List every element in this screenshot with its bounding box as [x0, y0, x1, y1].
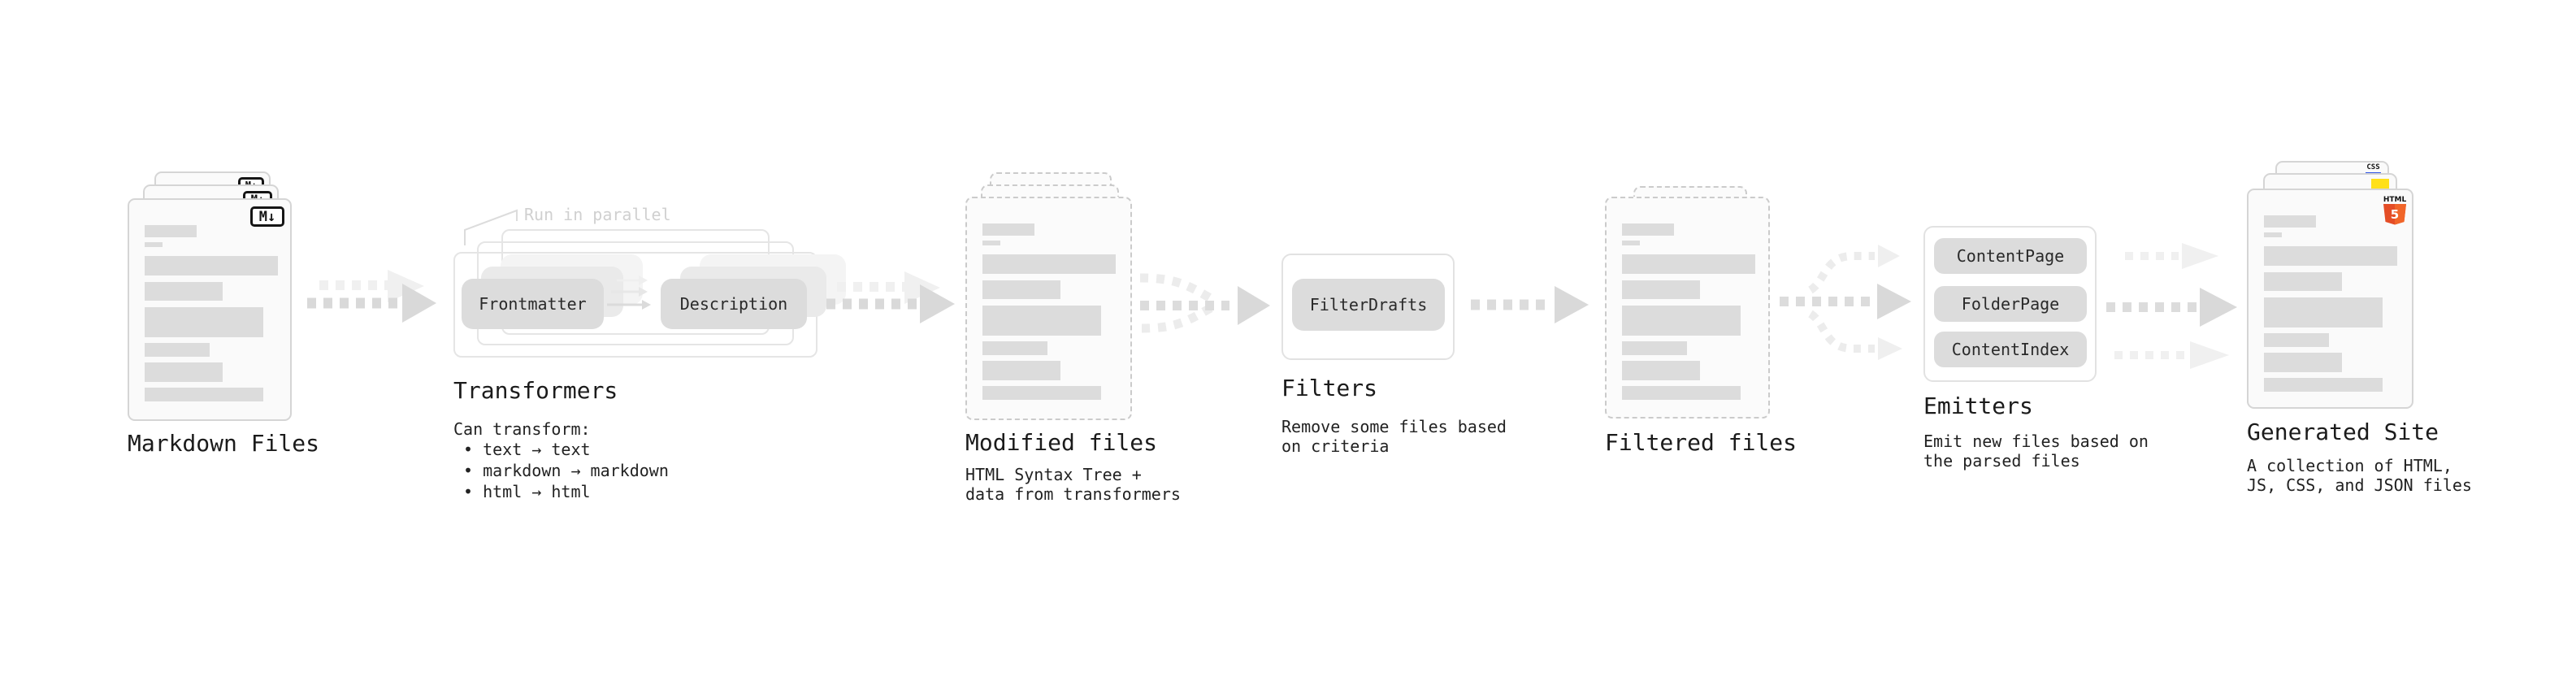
- arrow-filtered-to-emitters-split: [1780, 245, 1911, 360]
- text-line-bar: [982, 280, 1060, 299]
- text-line-bar: [1622, 341, 1687, 355]
- text-line-bar: [982, 341, 1047, 355]
- text-line-bar: [1622, 386, 1741, 400]
- generated-subtitle-line-2: JS, CSS, and JSON files: [2247, 475, 2472, 495]
- bullet-text-to-text: • text → text: [463, 440, 591, 459]
- description-transformer: Description: [661, 279, 807, 329]
- can-transform-heading: Can transform:: [453, 419, 591, 439]
- content-page-emitter: ContentPage: [1934, 238, 2087, 274]
- text-line-bar: [145, 225, 197, 237]
- arrow-markdown-to-transformers: [307, 270, 436, 323]
- markdown-file-card-front: M↓: [128, 198, 292, 421]
- text-line-bar: [2264, 246, 2397, 266]
- text-line-bar: [1622, 241, 1640, 245]
- text-line-bar: [145, 242, 163, 247]
- text-line-bar: [1622, 306, 1741, 336]
- text-line-bar: [982, 241, 1000, 245]
- text-line-bar: [982, 386, 1101, 400]
- run-in-parallel-label: Run in parallel: [524, 205, 671, 224]
- html5-caption: HTML: [2383, 196, 2407, 204]
- filter-drafts-item: FilterDrafts: [1292, 279, 1445, 331]
- markdown-icon: M↓: [250, 206, 284, 227]
- text-line-bar: [145, 388, 263, 401]
- text-line-bar: [2264, 215, 2316, 228]
- modified-file-card-front: [965, 197, 1132, 420]
- emitters-subtitle-line-1: Emit new files based on: [1923, 432, 2149, 451]
- arrows-emitters-to-generated: [2106, 243, 2237, 369]
- filters-subtitle-line-2: on criteria: [1281, 436, 1390, 456]
- modified-files-subtitle: HTML Syntax Tree + data from transformer…: [965, 465, 1181, 504]
- filtered-file-card-front: [1605, 197, 1770, 419]
- frontmatter-transformer: Frontmatter: [462, 279, 604, 329]
- generated-site-subtitle: A collection of HTML, JS, CSS, and JSON …: [2247, 456, 2472, 495]
- generated-html-card: HTML 5: [2247, 189, 2413, 409]
- emitters-subtitle: Emit new files based on the parsed files: [1923, 432, 2149, 471]
- filters-subtitle-line-1: Remove some files based: [1281, 417, 1507, 436]
- arrow-transformers-to-modified: [826, 271, 955, 323]
- text-line-bar: [145, 256, 278, 275]
- modified-subtitle-line-1: HTML Syntax Tree +: [965, 465, 1142, 484]
- text-line-bar: [982, 254, 1116, 274]
- bullet-html-to-html: • html → html: [463, 482, 591, 501]
- text-line-bar: [2264, 378, 2383, 392]
- text-line-bar: [2264, 272, 2342, 291]
- text-line-bar: [1622, 280, 1700, 299]
- text-line-bar: [1622, 361, 1700, 380]
- transform-bullets: • text → text • markdown → markdown • ht…: [463, 439, 669, 502]
- text-line-bar: [145, 343, 210, 357]
- filters-subtitle: Remove some files based on criteria: [1281, 417, 1507, 456]
- text-line-bar: [2264, 297, 2383, 327]
- parallel-flow-arrows-icon: [607, 275, 651, 310]
- text-line-bar: [145, 282, 223, 301]
- arrow-filters-to-filtered: [1471, 286, 1589, 323]
- filtered-files-title: Filtered files: [1605, 429, 1798, 456]
- emitters-title: Emitters: [1923, 393, 2033, 419]
- emitters-subtitle-line-2: the parsed files: [1923, 451, 2080, 471]
- text-line-bar: [982, 306, 1101, 336]
- filters-title: Filters: [1281, 375, 1378, 401]
- text-line-bar: [145, 362, 223, 382]
- parallel-callout-line: [464, 209, 518, 245]
- text-line-bar: [982, 223, 1034, 236]
- text-line-bar: [2264, 333, 2329, 347]
- generated-subtitle-line-1: A collection of HTML,: [2247, 456, 2452, 475]
- css-badge-text: CSS: [2366, 163, 2380, 171]
- text-line-bar: [2264, 232, 2282, 237]
- text-line-bar: [982, 361, 1060, 380]
- text-line-bar: [145, 307, 263, 337]
- arrow-modified-to-filters-merge: [1139, 273, 1270, 333]
- folder-page-emitter: FolderPage: [1934, 286, 2087, 322]
- bullet-markdown-to-markdown: • markdown → markdown: [463, 461, 669, 480]
- html5-logo-icon: HTML 5: [2383, 196, 2407, 225]
- markdown-files-title: Markdown Files: [128, 430, 320, 457]
- text-line-bar: [1622, 254, 1755, 274]
- svg-text:5: 5: [2391, 207, 2399, 222]
- modified-files-title: Modified files: [965, 429, 1158, 456]
- content-index-emitter: ContentIndex: [1934, 332, 2087, 367]
- text-line-bar: [2264, 353, 2342, 372]
- text-line-bar: [1622, 223, 1674, 236]
- modified-subtitle-line-2: data from transformers: [965, 484, 1181, 504]
- js-file-icon: [2371, 179, 2389, 189]
- transformers-title: Transformers: [453, 377, 618, 404]
- generated-site-title: Generated Site: [2247, 419, 2439, 445]
